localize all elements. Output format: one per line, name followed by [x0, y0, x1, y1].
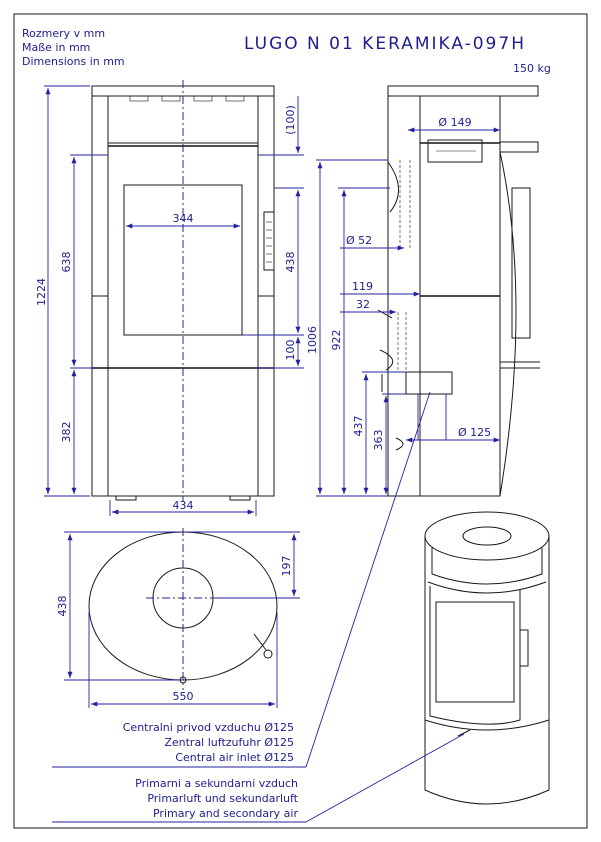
dim-door-height: 438 — [284, 252, 297, 273]
central-air-line-3: Central air inlet Ø125 — [175, 751, 294, 764]
dim-119: 119 — [352, 280, 373, 293]
primary-air-note: Primarni a sekundarni vzduch Primarluft … — [135, 777, 299, 820]
dim-top-offset: (100) — [284, 105, 297, 135]
dim-mid-offset: 100 — [284, 340, 297, 361]
central-air-note: Centralni privod vzduchu Ø125 Zentral lu… — [123, 721, 294, 764]
side-flue-outlet — [427, 139, 483, 163]
front-door-glass — [123, 184, 243, 336]
dim-922: 922 — [330, 330, 343, 351]
side-view — [377, 85, 540, 497]
dim-197: 197 — [280, 556, 293, 577]
dim-front-width: 434 — [173, 499, 194, 512]
central-air-line-2: Zentral luftzufuhr Ø125 — [164, 736, 294, 749]
central-air-line-1: Centralni privod vzduchu Ø125 — [123, 721, 294, 734]
dim-32: 32 — [356, 298, 370, 311]
units-note: Rozmery v mm Maße in mm Dimensions in mm — [22, 27, 125, 68]
side-air-inlet — [405, 371, 453, 395]
front-view — [91, 80, 275, 502]
primary-air-line-1: Primarni a sekundarni vzduch — [135, 777, 298, 790]
dim-363: 363 — [372, 430, 385, 451]
side-dimensions: Ø 149 Ø 52 119 32 1006 922 437 363 Ø 125 — [306, 116, 500, 497]
drawing-title: LUGO N 01 KERAMIKA-097H — [244, 34, 526, 54]
weight-label: 150 kg — [513, 62, 551, 75]
dim-total-height: 1224 — [35, 278, 48, 306]
perspective-view — [424, 511, 550, 805]
dim-air-diameter: Ø 125 — [458, 426, 491, 439]
dim-1006: 1006 — [306, 326, 319, 354]
primary-air-line-3: Primary and secondary air — [153, 807, 298, 820]
units-line-3: Dimensions in mm — [22, 55, 125, 68]
leader-lines — [52, 391, 465, 823]
dim-lower-height: 382 — [60, 422, 73, 443]
front-handle — [263, 211, 275, 271]
top-dimensions: 438 197 550 — [56, 531, 300, 708]
side-top-plate — [387, 85, 539, 97]
dim-437: 437 — [352, 416, 365, 437]
units-line-2: Maße in mm — [22, 41, 90, 54]
top-view — [88, 528, 278, 690]
units-line-1: Rozmery v mm — [22, 27, 105, 40]
dim-top-width: 550 — [173, 690, 194, 703]
dim-upper-height: 638 — [60, 252, 73, 273]
front-dimensions: 1224 638 382 344 (100) 438 100 434 — [35, 85, 304, 516]
primary-air-line-2: Primarluft und sekundarluft — [147, 792, 298, 805]
dim-top-depth: 438 — [56, 596, 69, 617]
dim-flue-diameter: Ø 149 — [438, 116, 471, 129]
dim-door-width: 344 — [173, 212, 194, 225]
dim-small-diameter: Ø 52 — [346, 234, 372, 247]
drawing-frame — [13, 13, 588, 829]
